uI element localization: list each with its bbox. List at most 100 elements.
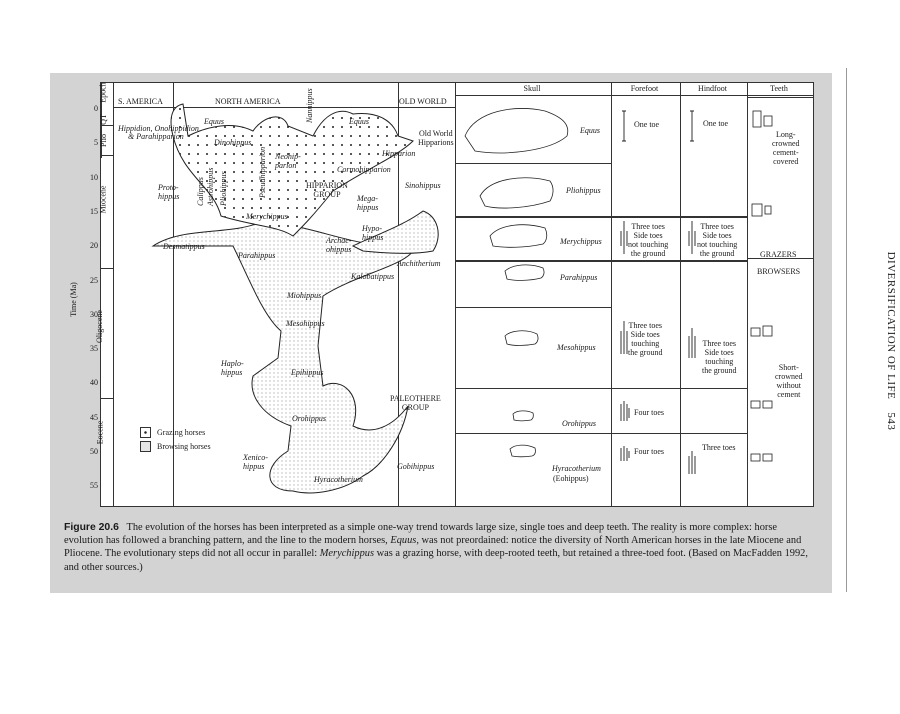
time-tick-50: 50 [84,447,98,456]
header-skull: Skull [454,84,610,93]
taxon-haplohippus: Haplo- hippus [221,359,244,377]
hindfoot-three-touching: Three toes Side toes touching the ground [702,339,736,375]
epoch-rule [101,155,113,156]
hindfoot-one-toe-icon [690,111,694,141]
taxon-archaeohippus: Archae- ohippus [326,236,351,254]
taxon-miohippus: Miohippus [287,291,321,300]
teeth-drawings [748,96,812,506]
tooth-equus-icon [753,111,761,127]
epoch-rule [101,268,113,269]
skull-merychippus-icon [490,225,547,248]
tooth-hyracotherium-icon [751,454,760,461]
taxon-anchitherium: Anchitherium [397,259,441,268]
skull-label-parahippus: Parahippus [560,273,597,282]
skull-hyracotherium-icon [510,445,535,457]
time-tick-55: 55 [84,481,98,490]
time-tick-15: 15 [84,207,98,216]
time-tick-25: 25 [84,276,98,285]
skull-mesohippus-icon [505,331,538,346]
legend-browsing-label: Browsing horses [157,442,211,451]
time-tick-30: 30 [84,310,98,319]
time-tick-5: 5 [84,138,98,147]
taxon-megahippus: Mega- hippus [357,194,378,212]
tooth-pliohippus-icon [765,206,771,214]
hindfoot-one-toe: One toe [703,119,728,128]
taxon-calippus: Calippus [196,177,205,206]
skull-equus-icon [465,108,568,152]
tooth-pliohippus-icon [752,204,762,216]
time-axis-label: Time (Ma) [69,282,78,317]
time-tick-35: 35 [84,344,98,353]
forefoot-three-touching-icon [621,321,627,354]
tooth-orohippus-icon [763,401,772,408]
caption-italic-merychippus: Merychippus [320,548,374,559]
taxon-hyracotherium-tree: Hyracotherium [314,475,363,484]
epoch-miocene: Miocene [99,186,108,214]
legend-grazing-label: Grazing horses [157,428,205,437]
region-old-world: OLD WORLD [399,97,447,106]
skull-label-merychippus: Merychippus [560,237,602,246]
taxon-paleothere-group: PALEOTHERE GROUP [390,394,441,412]
region-north-america: NORTH AMERICA [215,97,281,106]
tooth-hyracotherium-icon [763,454,772,461]
header-hindfoot: Hindfoot [679,84,746,93]
skull-orohippus-icon [513,411,533,421]
forefoot-four-toe-icon-a [621,401,629,421]
header-forefoot: Forefoot [610,84,679,93]
time-tick-10: 10 [84,173,98,182]
taxon-epihippus: Epihippus [291,368,323,377]
page-number: 543 [885,412,897,430]
taxon-hipparion: Hipparion [382,149,415,158]
taxon-equus-ow: Equus [349,117,369,126]
taxon-mesohippus-tree: Mesohippus [286,319,325,328]
time-tick-0: 0 [84,104,98,113]
epoch-qt: QT [99,114,108,125]
hindfoot-three-not-touching: Three toes Side toes not touching the gr… [697,222,737,258]
time-tick-20: 20 [84,241,98,250]
forefoot-three-not-touching: Three toes Side toes not touching the gr… [628,222,668,258]
epoch-plio: Plio [99,134,108,147]
epoch-rule [101,398,113,399]
hindfoot-three-toe-small-icon [689,451,695,474]
taxon-sinohippus: Sinohippus [405,181,441,190]
legend-browsing-swatch [140,441,151,452]
browsing-trunk [153,221,413,493]
taxon-parahipparion: & Parahipparion [128,132,184,141]
taxon-pseudhipparion: Pseudhipparion [258,147,267,198]
running-head: DIVERSIFICATION OF LIFE 543 [885,221,897,461]
hindfoot-three-touching-icon [689,328,695,358]
skull-pliohippus-icon [480,178,553,208]
hindfoot-three-toe-icon [689,221,695,254]
figure-label: Figure 20.6 [64,522,119,533]
taxon-nannippus: Nannippus [305,88,314,123]
epoch-header: Epoch [99,82,108,102]
skull-label-equus: Equus [580,126,600,135]
forefoot-three-touching: Three toes Side toes touching the ground [628,321,662,357]
taxon-protohippus: Proto- hippus [158,183,179,201]
skull-label-pliohippus: Pliohippus [566,186,601,195]
taxon-merychippus-tree: Merychippus [246,212,288,221]
time-tick-40: 40 [84,378,98,387]
header-teeth: Teeth [746,84,812,93]
skull-drawings [455,96,610,506]
skull-parahippus-icon [505,265,544,281]
taxon-astrohippus: Astrohippus [206,168,215,206]
taxon-kalobatippus: Kalobatippus [351,272,394,281]
tooth-mesohippus-icon [751,328,760,336]
running-head-section: DIVERSIFICATION OF LIFE [885,252,897,400]
skull-label-hyracotherium: Hyracotherium [552,464,601,473]
taxon-parahippus-tree: Parahippus [238,251,275,260]
skull-label-orohippus: Orohippus [562,419,596,428]
forefoot-four-toe-icon-b [621,446,629,461]
hindfoot-three-toes: Three toes [702,443,736,452]
forefoot-four-toes-a: Four toes [634,408,664,417]
taxon-hypohippus: Hypo- hippus [362,224,383,242]
forefoot-one-toe: One toe [634,120,659,129]
taxon-dinohippus: Dinohippus [214,138,251,147]
forefoot-four-toes-b: Four toes [634,447,664,456]
taxon-equus-na: Equus [204,117,224,126]
taxon-desmatippus: Desmatippus [163,242,205,251]
taxon-neohipparion: Neohip- parion [275,152,301,170]
margin-rule [846,68,847,592]
taxon-gobihippus: Gobihippus [397,462,434,471]
